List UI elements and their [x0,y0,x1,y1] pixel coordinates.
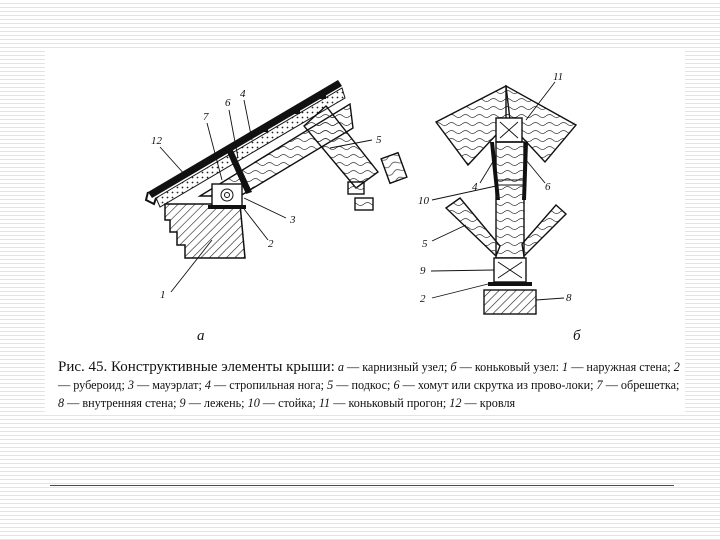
strut [303,104,380,189]
outer-wall [164,203,246,259]
callout-b-2: 2 [420,293,426,305]
strut-left [444,197,501,258]
leader-lines-b [430,81,565,301]
drip-edge [144,191,157,206]
callout-a-12: 12 [151,135,163,147]
roofing-layer [148,80,342,198]
figure-caption: Рис. 45. Конструктивные элементы крыши: … [58,358,688,412]
eaves-node-drawing: 1 2 3 4 5 6 7 12 а [144,80,408,344]
callout-b-4: 4 [472,181,478,193]
strut-right [521,204,568,258]
caption-title: Рис. 45. Конструктивные элементы крыши: [58,359,335,375]
callout-a-3: 3 [289,214,296,226]
post [495,141,525,259]
slide-content [45,50,685,415]
footer-divider [50,485,674,486]
callout-b-11: 11 [553,71,563,83]
timber-sections [347,151,408,211]
inner-wall [483,289,537,315]
sheathing-layer [155,87,346,208]
callout-a-1: 1 [160,289,166,301]
callout-b-10: 10 [418,195,430,207]
callout-b-9: 9 [420,265,426,277]
callout-a-2: 2 [268,238,274,250]
callout-b-6: 6 [545,181,551,193]
part-a-letter: а [197,328,205,344]
wire-tie [226,148,252,194]
ridge-rafter-right [505,84,578,164]
mauerlat [211,183,243,207]
callout-a-7: 7 [203,111,209,123]
callout-b-8: 8 [566,292,572,304]
callout-a-6: 6 [225,97,231,109]
roofing-felt [208,205,246,209]
leader-lines-a [159,99,373,293]
callout-a-4: 4 [240,88,246,100]
caption-segments: а — карнизный узел; б — коньковый узел: … [58,360,680,410]
part-b-letter: б [573,328,581,344]
ridge-roofing-felt [488,282,532,286]
callout-a-5: 5 [376,134,382,146]
ridge-node-drawing: 11 4 6 10 5 9 2 8 б [418,71,581,344]
callout-b-5: 5 [422,238,428,250]
